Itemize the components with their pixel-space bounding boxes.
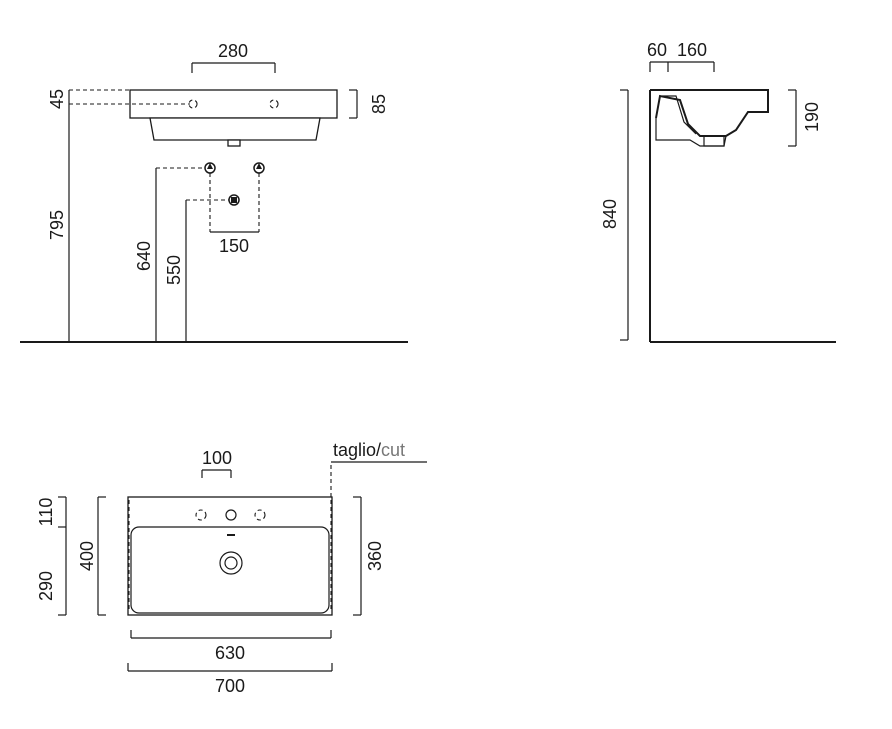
waste-outlet-center-icon [231, 197, 237, 203]
side-waste-outlet [703, 135, 725, 147]
dim-45-label: 45 [47, 89, 67, 109]
front-basin-bowl [149, 117, 321, 141]
dim-550-label: 550 [164, 255, 184, 285]
dim-290-label: 290 [36, 571, 56, 601]
supply-right-arrow-icon [256, 163, 262, 169]
dim-630-label: 630 [215, 643, 245, 663]
dim-60-label: 60 [647, 40, 667, 60]
top-overflow-slot [227, 534, 235, 536]
dim-110-label: 110 [36, 498, 56, 527]
dim-150-label: 150 [219, 236, 249, 256]
side-basin-profile [650, 89, 769, 137]
cut-label-it: taglio/ [333, 440, 381, 460]
top-drain-inner [224, 556, 238, 570]
side-view: 60 160 190 840 [600, 40, 836, 343]
cut-label: taglio/cut [333, 440, 405, 460]
top-tap-hole-left [195, 509, 207, 521]
top-basin-outline [127, 496, 333, 616]
dim-700-label: 700 [215, 676, 245, 696]
supply-left-arrow-icon [207, 163, 213, 169]
dim-400-label: 400 [77, 541, 97, 571]
dim-85-label: 85 [369, 94, 389, 114]
dim-840-label: 840 [600, 199, 620, 229]
dim-795-label: 795 [47, 210, 67, 240]
dim-160-label: 160 [677, 40, 707, 60]
top-tap-hole-center [225, 509, 237, 521]
dim-100-label: 100 [202, 448, 232, 468]
cut-label-en: cut [381, 440, 405, 460]
dim-280-label: 280 [218, 41, 248, 61]
top-tap-hole-right [254, 509, 266, 521]
front-waste-stub [227, 139, 241, 147]
front-tap-hole-left [188, 99, 198, 109]
dim-190-label: 190 [802, 102, 822, 132]
side-basin-underside [655, 118, 727, 147]
top-drain-outer [219, 551, 243, 575]
top-basin-bowl [130, 526, 330, 614]
top-view: 100 taglio/cut 110 290 400 360 630 700 [36, 440, 427, 696]
dim-640-label: 640 [134, 241, 154, 271]
side-basin-inner-line [662, 95, 697, 135]
dim-360-label: 360 [365, 541, 385, 571]
front-tap-hole-right [269, 99, 279, 109]
front-view: 280 45 85 795 640 550 150 [20, 41, 408, 343]
